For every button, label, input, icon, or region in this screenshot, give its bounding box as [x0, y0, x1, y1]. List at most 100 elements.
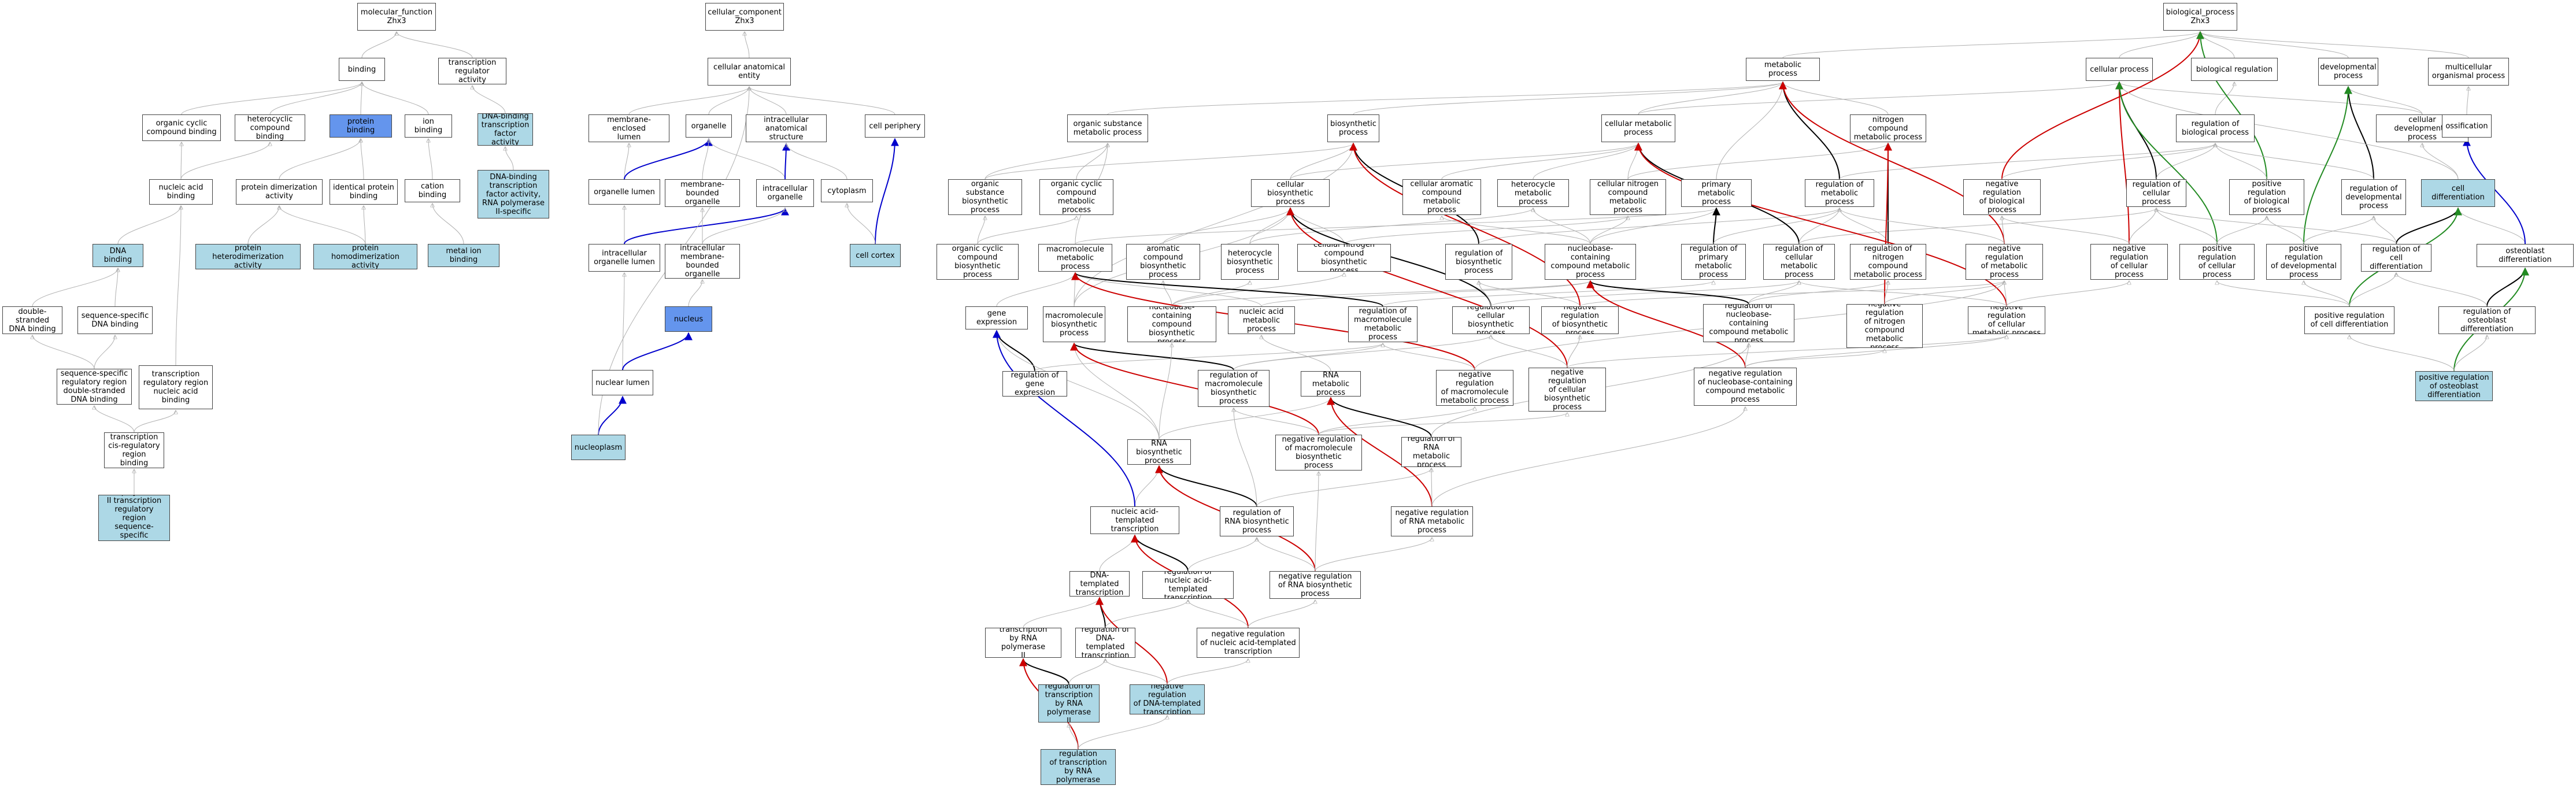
- go-term-nrrnabp[interactable]: negative regulation of RNA biosynthetic …: [1270, 571, 1361, 599]
- go-term-osmp[interactable]: organic substance metabolic process: [1067, 114, 1148, 142]
- go-term-organelle[interactable]: organelle: [686, 114, 732, 138]
- go-term-rmbp[interactable]: regulation of macromolecule biosynthetic…: [1198, 370, 1270, 407]
- go-term-nplasm[interactable]: nucleoplasm: [571, 435, 626, 460]
- go-term-nbcmp[interactable]: nucleobase-containing compound metabolic…: [1545, 244, 1636, 280]
- go-term-nrdtt[interactable]: negative regulation of DNA-templated tra…: [1130, 684, 1205, 714]
- go-term-mbo[interactable]: membrane-bounded organelle: [665, 179, 740, 207]
- go-term-osbp[interactable]: organic substance biosynthetic process: [948, 179, 1022, 215]
- go-term-dbtfa[interactable]: DNA-binding transcription factor activit…: [478, 113, 533, 146]
- go-term-cae[interactable]: cellular anatomical entity: [708, 58, 791, 86]
- go-term-cncbp[interactable]: cellular nitrogen compound biosynthetic …: [1297, 244, 1391, 272]
- go-term-nrnatt[interactable]: negative regulation of nucleic acid-temp…: [1197, 628, 1300, 658]
- go-term-namp[interactable]: nucleic acid metabolic process: [1228, 306, 1295, 334]
- go-term-rmp[interactable]: regulation of metabolic process: [1805, 179, 1874, 207]
- go-term-imbo[interactable]: intracellular membrane-bounded organelle: [665, 244, 740, 279]
- go-term-trrnab[interactable]: transcription regulatory region nucleic …: [139, 365, 213, 409]
- go-term-nrmbp[interactable]: negative regulation of macromolecule bio…: [1275, 435, 1362, 471]
- go-term-nbcbp[interactable]: nucleobase-containing compound biosynthe…: [1127, 306, 1216, 342]
- go-term-nrcp[interactable]: negative regulation of cellular process: [2090, 244, 2168, 280]
- go-term-orgl[interactable]: organelle lumen: [589, 179, 660, 205]
- go-term-rpmp[interactable]: regulation of primary metabolic process: [1681, 244, 1746, 280]
- go-term-cacmp[interactable]: cellular aromatic compound metabolic pro…: [1402, 179, 1481, 215]
- go-term-dtt[interactable]: DNA-templated transcription: [1069, 571, 1130, 597]
- go-term-dbtfa2[interactable]: DNA-binding transcription factor activit…: [478, 170, 549, 218]
- go-term-hmp[interactable]: heterocycle metabolic process: [1497, 179, 1569, 207]
- go-term-nrrnamp[interactable]: negative regulation of RNA metabolic pro…: [1391, 506, 1473, 536]
- go-term-binding[interactable]: binding: [339, 58, 385, 81]
- go-term-mcop[interactable]: multicellular organismal process: [2428, 58, 2509, 86]
- go-term-bp[interactable]: biological_process Zhx3: [2163, 3, 2237, 31]
- go-term-cc[interactable]: cellular_component Zhx3: [705, 3, 784, 31]
- go-term-ias[interactable]: intracellular anatomical structure: [746, 114, 827, 142]
- go-term-trp2[interactable]: transcription by RNA polymerase II: [985, 628, 1061, 658]
- go-term-rnatt[interactable]: regulation of nucleic acid-templated tra…: [1142, 571, 1234, 599]
- go-term-ossif[interactable]: ossification: [2442, 114, 2492, 138]
- go-term-mel[interactable]: membrane-enclosed lumen: [589, 114, 669, 142]
- go-term-nrncmp[interactable]: negative regulation of nitrogen compound…: [1846, 304, 1923, 348]
- go-term-mmp[interactable]: macromolecule metabolic process: [1038, 244, 1112, 272]
- go-term-prdp[interactable]: positive regulation of developmental pro…: [2266, 244, 2341, 280]
- go-term-pda[interactable]: protein dimerization activity: [236, 179, 323, 205]
- go-term-rcp[interactable]: regulation of cellular process: [2126, 179, 2186, 207]
- go-term-rcd[interactable]: regulation of cell differentiation: [2361, 244, 2431, 272]
- go-term-rbiosyn[interactable]: regulation of biosynthetic process: [1445, 244, 1512, 280]
- go-term-bioreg[interactable]: biological regulation: [2191, 58, 2278, 81]
- go-term-rnap2[interactable]: RNA polymerase II transcription regulato…: [98, 495, 170, 541]
- go-term-io[interactable]: intracellular organelle: [756, 179, 814, 207]
- go-term-rbp[interactable]: regulation of biological process: [2176, 114, 2255, 142]
- go-term-tcrrb[interactable]: transcription cis-regulatory region bind…: [104, 432, 164, 468]
- go-term-nrbiosyn[interactable]: negative regulation of biosynthetic proc…: [1541, 306, 1619, 334]
- go-term-dsdna[interactable]: double-stranded DNA binding: [2, 306, 62, 334]
- go-term-nrcmp[interactable]: negative regulation of cellular metaboli…: [1968, 306, 2045, 334]
- go-term-cmp[interactable]: cellular metabolic process: [1601, 114, 1675, 142]
- go-term-nrtp2[interactable]: negative regulation of transcription by …: [1041, 749, 1116, 785]
- go-term-rrnamp[interactable]: regulation of RNA metabolic process: [1401, 437, 1461, 467]
- go-term-prod[interactable]: positive regulation of osteoblast differ…: [2415, 371, 2493, 401]
- go-term-obd[interactable]: osteoblast differentiation: [2477, 244, 2574, 267]
- go-term-hcb[interactable]: heterocyclic compound binding: [235, 114, 305, 141]
- go-term-celldiff[interactable]: cell differentiation: [2421, 179, 2495, 207]
- go-term-cper[interactable]: cell periphery: [865, 114, 925, 138]
- go-term-ncmp[interactable]: nitrogen compound metabolic process: [1850, 114, 1926, 142]
- go-term-rmmp[interactable]: regulation of macromolecule metabolic pr…: [1348, 306, 1417, 342]
- go-term-prcp[interactable]: positive regulation of cellular process: [2179, 244, 2255, 280]
- go-term-nucleus[interactable]: nucleus: [665, 306, 712, 332]
- go-term-iol[interactable]: intracellular organelle lumen: [589, 244, 660, 272]
- go-term-phda[interactable]: protein heterodimerization activity: [195, 244, 301, 269]
- go-term-cbp[interactable]: cellular biosynthetic process: [1251, 179, 1330, 207]
- go-term-nrbp[interactable]: negative regulation of biological proces…: [1963, 179, 2041, 215]
- go-term-ocb[interactable]: organic cyclic compound binding: [142, 114, 221, 141]
- go-term-cdp[interactable]: cellular developmental process: [2376, 114, 2468, 142]
- go-term-metb[interactable]: metal ion binding: [428, 244, 499, 267]
- go-term-biosyn[interactable]: biosynthetic process: [1327, 114, 1379, 142]
- go-term-phoma[interactable]: protein homodimerization activity: [313, 244, 417, 269]
- go-term-catb[interactable]: cation binding: [405, 179, 460, 202]
- go-term-rtp2[interactable]: regulation of transcription by RNA polym…: [1038, 684, 1100, 723]
- go-term-pmp[interactable]: primary metabolic process: [1681, 179, 1752, 207]
- go-term-rdp[interactable]: regulation of developmental process: [2341, 179, 2406, 215]
- go-term-ssrdna[interactable]: sequence-specific regulatory region doub…: [57, 369, 132, 405]
- go-term-rge[interactable]: regulation of gene expression: [1002, 371, 1067, 397]
- go-term-cncmp[interactable]: cellular nitrogen compound metabolic pro…: [1590, 179, 1666, 215]
- go-term-rnabp[interactable]: RNA biosynthetic process: [1127, 439, 1191, 465]
- go-term-nrmp[interactable]: negative regulation of metabolic process: [1966, 244, 2043, 280]
- go-term-rcbp[interactable]: regulation of cellular biosynthetic proc…: [1452, 306, 1530, 334]
- go-term-mf[interactable]: molecular_function Zhx3: [357, 3, 436, 31]
- go-term-rod[interactable]: regulation of osteoblast differentiation: [2438, 306, 2536, 334]
- go-term-hbp[interactable]: heterocycle biosynthetic process: [1221, 244, 1279, 280]
- go-term-dnab[interactable]: DNA binding: [92, 244, 143, 267]
- go-term-natt[interactable]: nucleic acid-templated transcription: [1090, 506, 1179, 534]
- go-term-cortex[interactable]: cell cortex: [850, 244, 901, 267]
- go-term-occbp[interactable]: organic cyclic compound biosynthetic pro…: [937, 244, 1019, 280]
- go-term-nrcbp[interactable]: negative regulation of cellular biosynth…: [1528, 368, 1606, 412]
- go-term-cellp[interactable]: cellular process: [2086, 58, 2153, 81]
- go-term-prbp[interactable]: positive regulation of biological proces…: [2229, 179, 2304, 215]
- go-term-ssdna[interactable]: sequence-specific DNA binding: [77, 306, 153, 334]
- go-term-rnamp[interactable]: RNA metabolic process: [1301, 371, 1361, 397]
- go-term-protb[interactable]: protein binding: [330, 114, 392, 138]
- go-term-cyto[interactable]: cytoplasm: [821, 179, 873, 202]
- go-term-nrmmp[interactable]: negative regulation of macromolecule met…: [1436, 370, 1513, 406]
- go-term-nlumen[interactable]: nuclear lumen: [592, 370, 653, 395]
- go-term-idpb[interactable]: identical protein binding: [330, 179, 398, 205]
- go-term-rncmp[interactable]: regulation of nitrogen compound metaboli…: [1850, 244, 1926, 280]
